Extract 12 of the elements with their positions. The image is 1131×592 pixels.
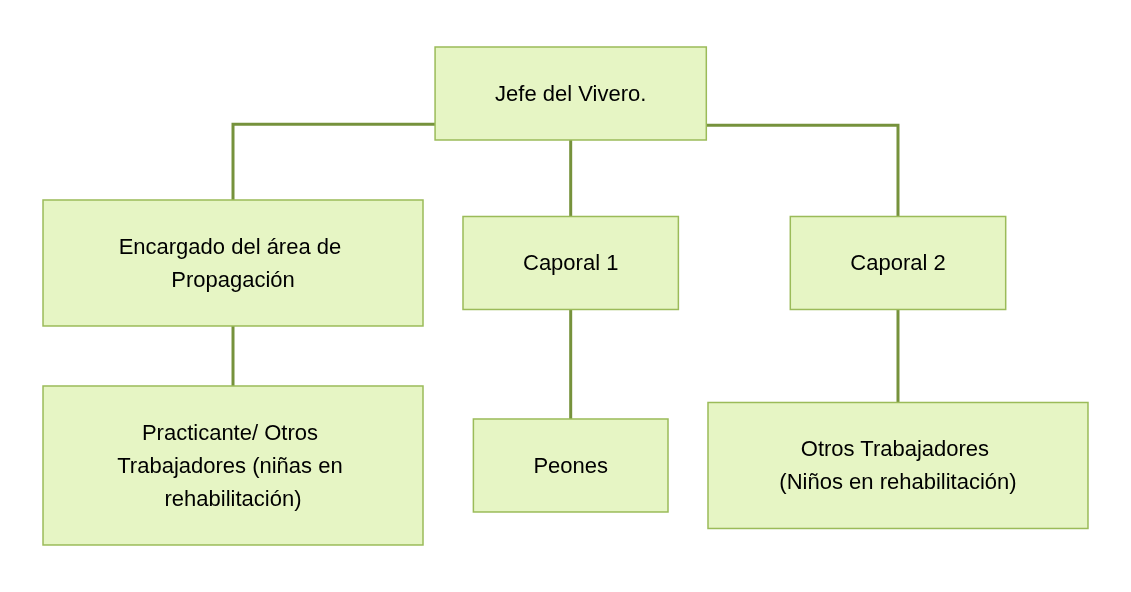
- node-box: Encargado del área de Propagación: [42, 199, 424, 327]
- connector: [896, 308, 900, 403]
- node-box: Peones: [472, 418, 669, 513]
- connector: [706, 123, 900, 217]
- node-box: Jefe del Vivero.: [434, 46, 708, 141]
- node-box: Caporal 2: [789, 215, 1007, 311]
- node-box: Practicante/ Otros Trabajadores (niñas en rehabilitación): [42, 385, 424, 546]
- connector: [231, 122, 436, 200]
- connector: [569, 308, 573, 419]
- node-box: Caporal 1: [462, 215, 680, 311]
- node-box: Otros Trabajadores (Niños en rehabilitación): [707, 401, 1089, 530]
- connector: [231, 324, 235, 386]
